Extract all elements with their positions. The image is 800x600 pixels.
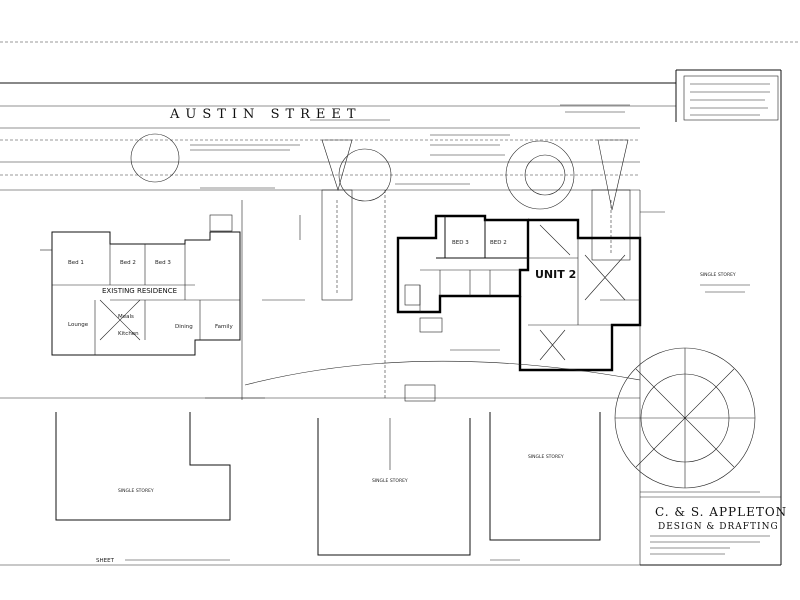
existing-meals-label: Meals	[118, 314, 134, 320]
sheet-label: SHEET	[96, 558, 115, 564]
neighbour-mid-label: SINGLE STOREY	[528, 454, 564, 460]
neighbour-center-label: SINGLE STOREY	[372, 478, 408, 484]
existing-dining-label: Dining	[175, 324, 193, 330]
street-reserve: AUSTIN STREET	[0, 105, 676, 191]
neighbour-right-label: SINGLE STOREY	[700, 272, 736, 278]
notes-box	[683, 75, 779, 121]
unit2-bed2-label: BED 2	[490, 240, 507, 246]
unit2-label: UNIT 2	[535, 268, 576, 281]
title-block: C. & S. APPLETON DESIGN & DRAFTING	[650, 505, 787, 555]
street-name: AUSTIN STREET	[169, 107, 362, 122]
existing-bed2-label: Bed 2	[120, 260, 136, 266]
sheet-frame	[0, 41, 800, 566]
company-subtitle: DESIGN & DRAFTING	[658, 522, 779, 532]
sheet-footer: SHEET	[96, 558, 520, 564]
neighbour-buildings: SINGLE STOREY SINGLE STOREY SINGLE STORE…	[55, 272, 736, 556]
existing-bed3-label: Bed 3	[155, 260, 171, 266]
unit-1-outline: BED 3 BED 2	[396, 214, 530, 333]
existing-family-label: Family	[215, 324, 233, 330]
tree-symbols	[130, 133, 756, 489]
existing-residence: Bed 1 Bed 2 Bed 3 EXISTING RESIDENCE Lou…	[40, 214, 241, 356]
existing-lounge-label: Lounge	[68, 322, 89, 328]
existing-kitchen-label: Kitchen	[118, 331, 139, 337]
driveways	[321, 189, 631, 301]
unit2-bed3-label: BED 3	[452, 240, 469, 246]
company-name: C. & S. APPLETON	[655, 505, 787, 519]
boundaries	[0, 190, 641, 497]
existing-bed1-label: Bed 1	[68, 260, 84, 266]
existing-residence-label: EXISTING RESIDENCE	[102, 287, 177, 295]
annotation-leaders	[190, 104, 760, 493]
unit-2-outline: UNIT 2	[518, 218, 642, 372]
neighbour-left-label: SINGLE STOREY	[118, 488, 154, 494]
